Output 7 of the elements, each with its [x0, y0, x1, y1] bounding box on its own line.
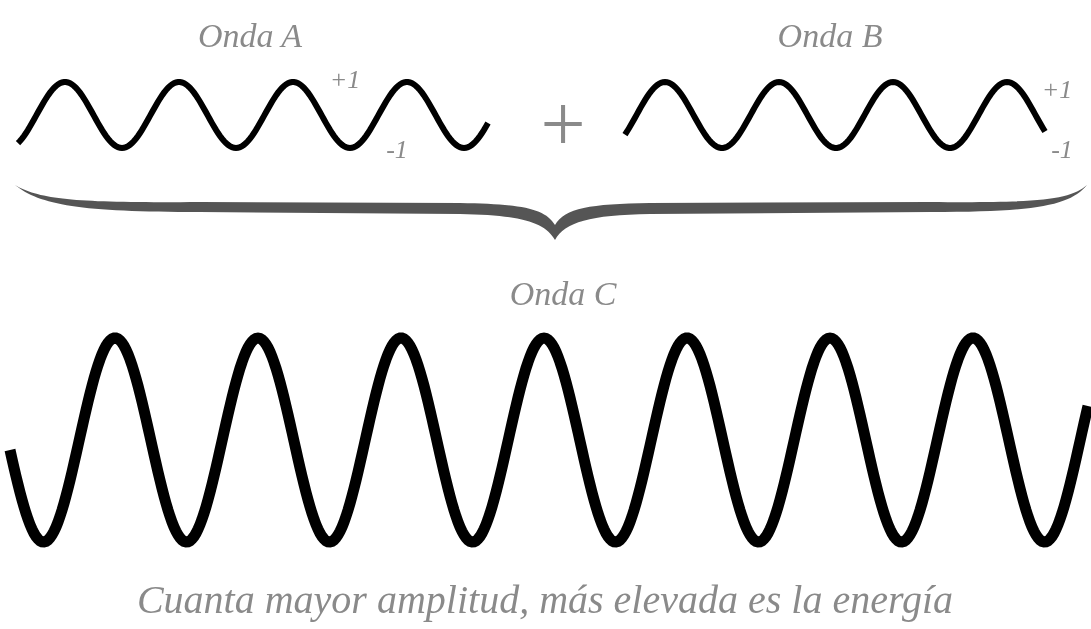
amplitude-label: -1 [1051, 137, 1073, 163]
amplitude-label: +1 [1041, 77, 1073, 103]
wave-label: Onda B [777, 19, 883, 53]
caption: Cuanta mayor amplitud, más elevada es la energía [136, 580, 954, 620]
plus-sign: + [540, 84, 586, 164]
wave-label: Onda A [197, 19, 303, 53]
wave-label: Onda C [509, 277, 617, 311]
